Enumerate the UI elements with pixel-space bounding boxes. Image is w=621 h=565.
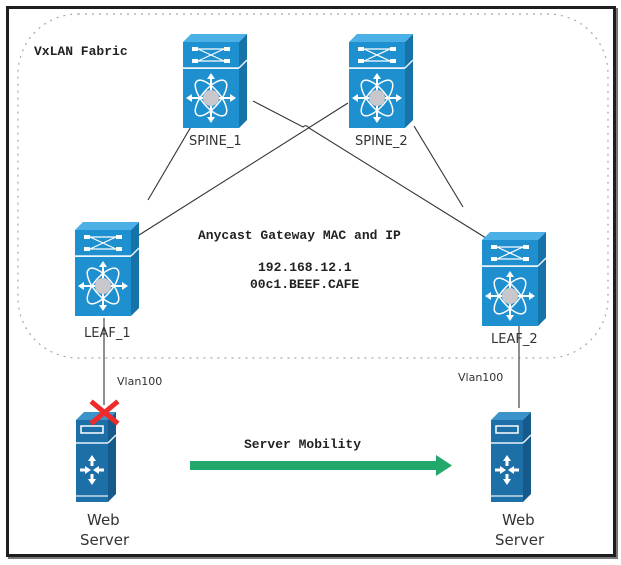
spine2-switch-icon[interactable] xyxy=(348,33,414,129)
server1-label-line1: Web xyxy=(87,511,120,529)
fabric-label: VxLAN Fabric xyxy=(34,44,128,59)
server-mobility-arrow xyxy=(190,455,452,476)
gateway-ip: 192.168.12.1 xyxy=(258,260,352,275)
spine1-switch-icon[interactable] xyxy=(182,33,248,129)
link-failure-x-icon xyxy=(89,399,120,426)
server-mobility-label: Server Mobility xyxy=(244,437,362,452)
leaf1-label: LEAF_1 xyxy=(84,326,131,341)
server2-icon[interactable] xyxy=(490,411,532,503)
leaf1-vlan-label: Vlan100 xyxy=(117,375,163,388)
server1-label-line2: Server xyxy=(80,531,130,549)
leaf2-label: LEAF_2 xyxy=(491,332,538,347)
link-spine2-leaf2 xyxy=(413,125,464,208)
gateway-mac: 00c1.BEEF.CAFE xyxy=(250,277,360,292)
leaf2-vlan-label: Vlan100 xyxy=(458,371,504,384)
spine2-label: SPINE_2 xyxy=(355,134,408,149)
link-spine1-leaf1 xyxy=(147,124,193,201)
server1-icon[interactable] xyxy=(75,411,117,503)
link-spine2-leaf1 xyxy=(127,102,349,243)
gateway-title: Anycast Gateway MAC and IP xyxy=(198,228,401,243)
leaf2-switch-icon[interactable] xyxy=(481,231,547,327)
spine1-label: SPINE_1 xyxy=(189,134,242,149)
server2-label-line2: Server xyxy=(495,531,545,549)
leaf1-switch-icon[interactable] xyxy=(74,221,140,317)
server2-label-line1: Web xyxy=(502,511,535,529)
